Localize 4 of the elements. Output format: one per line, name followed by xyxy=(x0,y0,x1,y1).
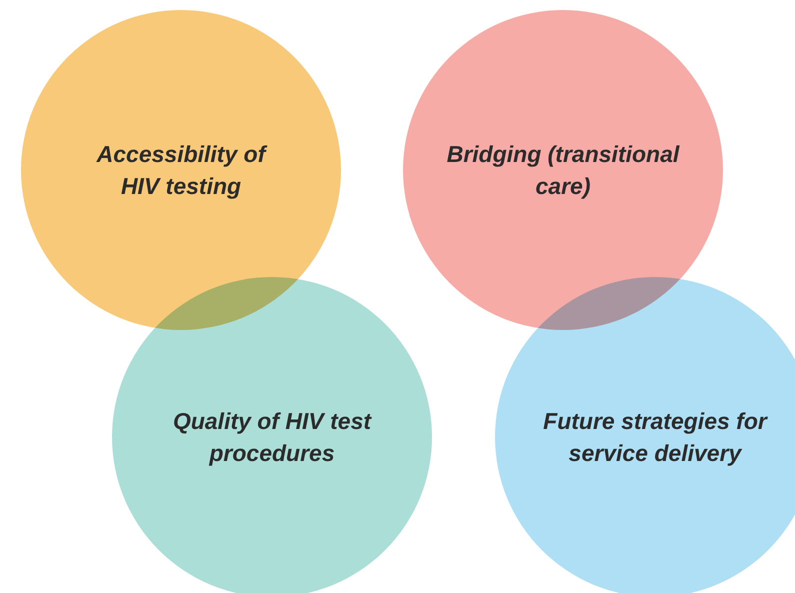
circle-label: Bridging (transitional care) xyxy=(446,140,681,201)
circle-label: Accessibility of HIV testing xyxy=(95,140,268,201)
circle-label: Quality of HIV test procedures xyxy=(172,407,373,468)
circle-label: Future strategies for service delivery xyxy=(542,407,769,468)
